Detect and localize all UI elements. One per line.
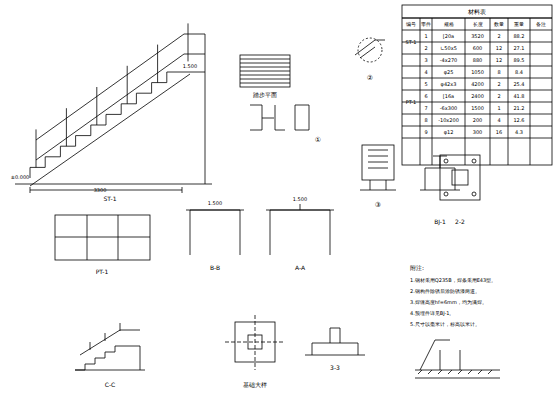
drawing-label: 3300 [94, 188, 107, 193]
table-cell: 880 [473, 58, 483, 63]
table-cell: 16 [496, 130, 502, 135]
table-cell: φ25 [444, 70, 454, 75]
table-cell: 编号 [406, 22, 416, 27]
table-cell: 2400 [471, 94, 484, 99]
table-cell: 1050 [471, 70, 484, 75]
table-cell: 备注 [536, 22, 546, 27]
table-cell: 7 [424, 106, 427, 111]
table-cell: 2 [424, 46, 427, 51]
table-cell: -6x300 [440, 106, 458, 111]
table-cell: 9 [424, 130, 427, 135]
table-cell: 25.4 [513, 82, 524, 87]
table-cell: 300 [473, 130, 483, 135]
table-cell: 5 [424, 82, 427, 87]
table-cell: φ42x3 [441, 82, 457, 87]
table-cell: 2 [497, 82, 500, 87]
table-cell: 88.2 [513, 34, 524, 39]
drawing-label: 1.钢材采用Q235B，焊条采用E43型。 [410, 278, 496, 283]
drawing-label: 1.500 [208, 201, 222, 206]
table-cell: ST-1 [406, 40, 417, 45]
drawing-label: BJ-1 [434, 219, 446, 225]
drawing-label: ② [367, 75, 373, 82]
table-cell: 材料表 [468, 9, 486, 15]
table-cell: 数量 [494, 22, 504, 27]
table-cell: 4.3 [515, 130, 523, 135]
table-cell: 2 [497, 34, 500, 39]
drawing-label: C-C [105, 382, 116, 388]
table-cell: 长度 [473, 22, 483, 27]
table-cell: 3 [424, 58, 427, 63]
table-cell: PT-1 [406, 100, 417, 105]
drawing-label: ST-1 [104, 196, 117, 202]
table-cell: 4200 [471, 82, 484, 87]
table-cell: 41.8 [513, 94, 524, 99]
drawing-label: ① [315, 137, 321, 144]
drawing-label: ③ [375, 202, 381, 209]
table-cell: -4x270 [440, 58, 458, 63]
table-cell: 1 [497, 106, 500, 111]
table-cell: 8.4 [515, 70, 523, 75]
table-cell: 12 [496, 58, 502, 63]
drawing-label: 2-2 [455, 219, 465, 225]
table-cell: 1500 [471, 106, 484, 111]
table-cell: 8 [424, 118, 427, 123]
table-cell: [16a [443, 94, 454, 99]
table-cell: [20a [443, 34, 454, 39]
drawing-label: 基础大样 [243, 382, 267, 388]
drawing-label: A-A [295, 265, 305, 271]
table-cell: 1 [424, 34, 427, 39]
drawing-label: 5.尺寸以毫米计，标高以米计。 [410, 322, 480, 327]
table-cell: 重量 [514, 22, 524, 27]
table-cell: 规格 [444, 22, 454, 27]
table-cell: 零件 [421, 22, 431, 27]
table-cell: ∟50x5 [440, 46, 457, 51]
table-cell: 12.6 [513, 118, 524, 123]
table-cell: 12 [496, 46, 502, 51]
table-cell: 8 [497, 70, 500, 75]
drawing-label: 2.钢构件除锈后涂防锈漆两道。 [410, 289, 480, 294]
table-cell: 4 [497, 118, 500, 123]
drawing-label: 踏步平面 [253, 92, 277, 98]
drawing-label: PT-1 [96, 269, 109, 275]
drawing-label: 3.焊缝高度hf=6mm，均为满焊。 [410, 300, 487, 305]
table-cell: 4 [424, 70, 427, 75]
drawing-label: 1.500 [293, 197, 307, 202]
table-cell: -10x200 [438, 118, 459, 123]
table-cell: φ12 [444, 130, 454, 135]
drawing-label: ±0.000 [11, 175, 30, 180]
drawing-label: B-B [210, 265, 220, 271]
table-cell: 2 [497, 94, 500, 99]
table-cell: 89.5 [513, 58, 524, 63]
table-cell: 200 [473, 118, 483, 123]
table-cell: 21.2 [513, 106, 524, 111]
drawing-label: 附注: [410, 265, 424, 271]
table-cell: 6 [424, 94, 427, 99]
drawing-label: 1.500 [183, 64, 197, 69]
table-cell: 27.1 [513, 46, 524, 51]
drawing-label: 4.预埋件详见BJ-1。 [410, 311, 454, 316]
drawing-label: 3-3 [330, 365, 340, 371]
table-cell: 3520 [471, 34, 484, 39]
table-cell: 600 [473, 46, 483, 51]
